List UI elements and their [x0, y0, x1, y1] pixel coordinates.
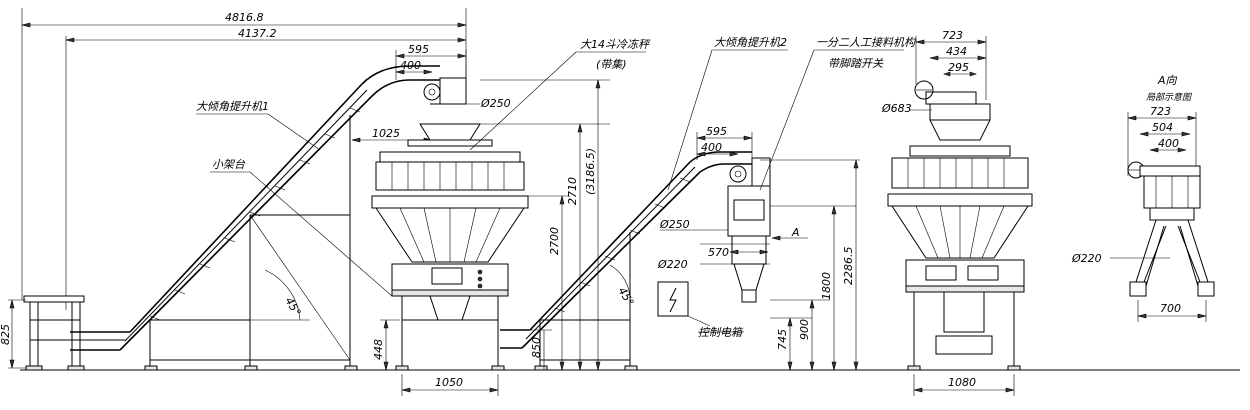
dim-434: 434 — [946, 45, 967, 58]
angle-elevator-1: 45° — [282, 295, 303, 318]
dim-400-c: 400 — [1158, 137, 1179, 150]
label-split-chute: 一分二人工接料机构 — [816, 36, 917, 49]
angle-elevator-2: 45° — [615, 285, 636, 308]
weigher-2-dimensions: 723 434 295 Ø683 1080 — [881, 29, 1015, 396]
dim-3186: (3186.5) — [584, 148, 597, 195]
dim-723-b: 723 — [1150, 105, 1171, 118]
split-chute: 570 Ø220 A — [657, 185, 808, 303]
label-weigher-note: (带集) — [596, 58, 627, 71]
weigher-1-dimensions: (3186.5) 2710 2700 448 1050 — [372, 79, 610, 396]
label-small-stand: 小架台 — [212, 158, 246, 171]
dim-1025: 1025 — [372, 127, 400, 140]
dim-250-b: Ø250 — [659, 218, 690, 231]
dim-595-a: 595 — [408, 43, 429, 56]
label-control-box: 控制电箱 — [698, 326, 744, 339]
label-split-chute-note: 带脚踏开关 — [828, 57, 884, 70]
dim-4816: 4816.8 — [225, 11, 264, 24]
dim-220-b: Ø220 — [1071, 252, 1102, 265]
dim-850: 850 — [530, 337, 543, 358]
elevator-1-head-dimensions: 595 400 Ø250 1025 — [351, 43, 511, 143]
dim-683: Ø683 — [881, 102, 912, 115]
combination-weigher-1 — [371, 123, 529, 371]
dim-400-b: 400 — [701, 141, 722, 154]
label-elevator-2: 大倾角提升机2 — [714, 36, 787, 49]
overall-dimensions: 4816.8 4137.2 — [21, 8, 467, 310]
label-weigher: 大14斗冷冻秤 — [580, 38, 651, 51]
dim-700: 700 — [1160, 302, 1181, 315]
dim-1050: 1050 — [435, 376, 463, 389]
dim-2710: 2710 — [566, 177, 579, 205]
dim-295: 295 — [948, 61, 969, 74]
dim-504: 504 — [1152, 121, 1173, 134]
dim-2700: 2700 — [548, 227, 561, 255]
dim-400-a: 400 — [400, 59, 421, 72]
dim-723-a: 723 — [942, 29, 963, 42]
small-stand: 825 — [0, 295, 85, 371]
dim-595-b: 595 — [706, 125, 727, 138]
dim-825: 825 — [0, 324, 12, 345]
elevator-2-head-dimensions: 595 400 Ø250 — [659, 125, 753, 231]
dim-745: 745 — [776, 329, 789, 350]
view-a-marker: A — [791, 226, 800, 239]
incline-elevator-1: 45° — [70, 65, 467, 371]
dim-1080: 1080 — [948, 376, 976, 389]
dim-2286: 2286.5 — [842, 247, 855, 286]
view-a-title: A向 — [1157, 74, 1178, 87]
dim-250-a: Ø250 — [480, 97, 511, 110]
combination-weigher-2 — [887, 80, 1033, 371]
dim-900: 900 — [798, 319, 811, 340]
dim-570: 570 — [708, 246, 729, 259]
label-elevator-1: 大倾角提升机1 — [196, 100, 269, 113]
view-a-note: 局部示意图 — [1146, 92, 1193, 103]
dim-220-a: Ø220 — [657, 258, 688, 271]
dim-4137: 4137.2 — [238, 27, 277, 40]
control-box: 控制电箱 — [657, 281, 744, 339]
incline-elevator-2: 45° — [500, 151, 771, 371]
dim-448: 448 — [372, 339, 385, 360]
dim-1800: 1800 — [820, 272, 833, 300]
split-chute-dimensions: 745 900 1800 2286.5 850 — [530, 159, 860, 371]
view-a-detail: A向 局部示意图 723 504 400 Ø220 — [1071, 74, 1215, 322]
leader-labels: 大14斗冷冻秤 (带集) 大倾角提升机2 一分二人工接料机构 带脚踏开关 大倾角… — [196, 36, 917, 297]
